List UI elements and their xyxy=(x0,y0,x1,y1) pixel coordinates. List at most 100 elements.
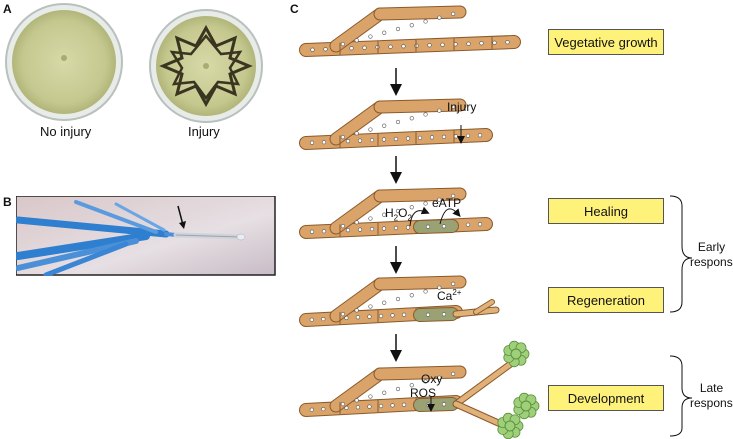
nucleus xyxy=(310,47,315,52)
nucleus xyxy=(309,229,315,234)
nucleus xyxy=(382,123,387,128)
early-response-line2: response xyxy=(690,255,733,269)
nucleus xyxy=(395,208,401,214)
hypha-regeneration xyxy=(299,275,500,327)
nucleus xyxy=(340,42,345,47)
nucleus xyxy=(390,313,395,318)
nucleus xyxy=(349,46,354,51)
nucleus xyxy=(323,47,328,52)
nucleus xyxy=(390,403,395,408)
nucleus xyxy=(437,375,442,380)
h2o2-arrow xyxy=(409,206,430,227)
stage-vegetative-growth: Vegetative growth xyxy=(548,29,664,55)
nucleus xyxy=(451,281,456,286)
ca-label: Ca2+ xyxy=(437,288,462,303)
nucleus xyxy=(340,312,345,317)
panel-a-letter: A xyxy=(3,2,12,16)
h2o2-label: H2O2 xyxy=(385,206,412,223)
nucleus xyxy=(479,41,484,46)
stage-regeneration: Regeneration xyxy=(548,287,664,313)
hypha-healing xyxy=(299,187,493,239)
nucleus xyxy=(395,26,401,32)
nucleus xyxy=(451,193,456,198)
nucleus xyxy=(378,313,384,319)
nucleus xyxy=(354,308,359,313)
nucleus xyxy=(401,44,406,49)
nucleus xyxy=(425,224,431,229)
nucleus xyxy=(309,407,314,412)
hypha-injury xyxy=(299,98,493,150)
nucleus xyxy=(423,289,428,294)
panel-a-plates xyxy=(5,3,263,123)
nucleus xyxy=(382,212,387,217)
no-injury-plate xyxy=(5,3,123,121)
nucleus xyxy=(368,34,373,39)
late-response-brace xyxy=(669,355,693,437)
stage-development: Development xyxy=(548,385,664,411)
nucleus xyxy=(378,403,384,409)
nucleus xyxy=(451,371,456,376)
nucleus xyxy=(477,133,483,138)
nucleus xyxy=(417,135,423,141)
eatp-arrow xyxy=(439,208,461,225)
injury-site-arrow xyxy=(177,205,186,229)
nucleus xyxy=(441,224,447,229)
early-response-line1: Early xyxy=(697,240,726,254)
nucleus xyxy=(340,224,345,229)
conidiophore-b xyxy=(453,401,508,429)
nucleus xyxy=(466,41,471,46)
nucleus xyxy=(409,23,414,28)
nucleus xyxy=(465,222,471,227)
no-injury-caption: No injury xyxy=(40,124,92,139)
nucleus xyxy=(321,316,326,322)
nucleus xyxy=(393,225,399,231)
eatp-label: eATP xyxy=(432,196,462,210)
injury-label: Injury xyxy=(447,100,477,114)
nucleus xyxy=(369,226,375,232)
nucleus xyxy=(440,42,445,47)
nucleus xyxy=(425,402,431,407)
nucleus xyxy=(309,140,315,145)
hypha-vegetative xyxy=(299,5,521,57)
panel-b-micrograph xyxy=(16,196,276,276)
panel-c-letter: C xyxy=(290,2,299,16)
nucleus xyxy=(355,315,361,320)
nucleus xyxy=(357,138,363,143)
nucleus xyxy=(453,134,459,139)
nucleus xyxy=(357,227,363,232)
early-response-brace xyxy=(669,195,693,313)
nucleus xyxy=(437,108,442,113)
nucleus xyxy=(401,312,407,317)
healing-cell xyxy=(414,398,458,411)
nucleus xyxy=(362,45,367,50)
oxy-label: Oxy xyxy=(421,372,443,386)
panel-b-letter: B xyxy=(3,195,12,209)
nucleus xyxy=(354,38,359,43)
nucleus xyxy=(441,402,447,407)
nucleus xyxy=(437,15,442,20)
nucleus xyxy=(401,402,407,407)
nucleus xyxy=(321,140,327,145)
nucleus xyxy=(451,11,456,16)
nucleus xyxy=(354,398,359,403)
nucleus xyxy=(309,317,314,322)
nucleus xyxy=(368,304,373,309)
nucleus xyxy=(321,229,327,234)
nucleus xyxy=(441,134,447,139)
regen-branch xyxy=(474,300,494,314)
nucleus xyxy=(368,394,373,399)
nucleus xyxy=(354,220,359,225)
conidium xyxy=(504,420,516,432)
nucleus xyxy=(321,406,326,412)
nucleus xyxy=(395,296,401,302)
nucleus xyxy=(409,205,414,210)
nucleus xyxy=(423,112,428,117)
nucleus xyxy=(405,136,411,141)
nucleus xyxy=(427,43,432,48)
nucleus xyxy=(429,135,435,140)
nucleus xyxy=(451,104,456,109)
nucleus xyxy=(368,127,373,132)
nucleus xyxy=(369,137,375,143)
nucleus xyxy=(382,390,387,395)
